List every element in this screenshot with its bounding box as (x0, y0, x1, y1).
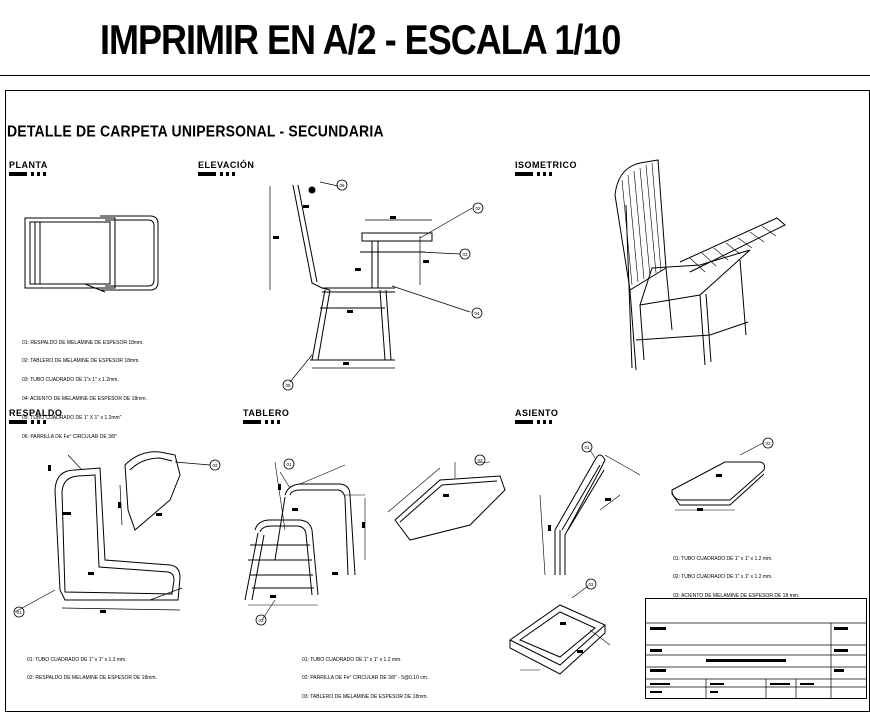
note-line: 01: TUBO CUADRADO DE 1" x 1" x 1.2 mm. (302, 656, 402, 663)
asiento-drawing (509, 442, 765, 675)
note-line: 02: TABLERO DE MELAMINE DE ESPESOR 18mm. (22, 358, 140, 365)
callout-number: 01 (286, 462, 292, 467)
title-block (645, 598, 867, 699)
note-line: 05: TUBO CUADRADO DE 1" X 1" x 1.2mm" (22, 415, 122, 422)
notes-general: 01: RESPALDO DE MELAMINE DE ESPESOR 18mm… (22, 327, 147, 447)
callout-number: 02 (258, 618, 264, 623)
note-line: 06: PARRILLA DE Fe° CIRCULAR DE 3/8" (22, 434, 117, 441)
view-label-tablero: TABLERO (243, 408, 290, 418)
callout-number: 05 (285, 383, 291, 388)
callout-number: 01 (584, 445, 590, 450)
callout-number: 03 (462, 252, 468, 257)
tablero-drawing (244, 461, 506, 621)
banner-title: IMPRIMIR EN A/2 - ESCALA 1/10 (100, 16, 621, 64)
callout-number: 02 (212, 463, 218, 468)
note-line: 01: TUBO CUADRADO DE 1" x 1" x 1.2 mm. (27, 656, 127, 663)
callout-number: 01 (16, 610, 22, 615)
drawing-canvas: 06 02 03 04 05 02 01 01 02 03 01 03 02 (9, 159, 786, 675)
note-line: 02: TUBO CUADRADO DE 1" x 1" x 1.2 mm. (673, 574, 773, 581)
note-line: 04: ACIENTO DE MELAMINE DE ESPESOR DE 18… (22, 396, 147, 403)
note-line: 01: TUBO CUADRADO DE 1" x 1" x 1.2 mm. (673, 555, 773, 562)
note-line: 02: RESPALDO DE MELAMINE DE ESPESOR DE 1… (27, 675, 157, 682)
notes-respaldo: 01: TUBO CUADRADO DE 1" x 1" x 1.2 mm. 0… (27, 644, 157, 688)
note-line: 03: ACIENTO DE MELAMINE DE ESPESOR DE 18… (673, 593, 800, 600)
view-label-planta: PLANTA (9, 160, 48, 170)
elevacion-drawing (269, 181, 473, 383)
callout-number: 06 (339, 183, 345, 188)
notes-asiento: 01: TUBO CUADRADO DE 1" x 1" x 1.2 mm. 0… (673, 543, 799, 606)
callout-number: 03 (477, 458, 483, 463)
header-divider (0, 75, 870, 76)
view-label-asiento: ASIENTO (515, 408, 559, 418)
view-label-elevacion: ELEVACIÓN (198, 160, 255, 170)
callout-number: 02 (588, 582, 594, 587)
note-line: 01: RESPALDO DE MELAMINE DE ESPESOR 18mm… (22, 339, 144, 346)
view-label-respaldo: RESPALDO (9, 408, 63, 418)
note-line: 02: PARRILLA DE Fe° CIRCULAR DE 3/8" - 5… (302, 675, 429, 682)
note-line: 03: TUBO CUADRADO DE 1"x 1" x 1.2mm. (22, 377, 119, 384)
isometrico-drawing (614, 159, 786, 371)
sheet-title: DETALLE DE CARPETA UNIPERSONAL - SECUNDA… (7, 122, 384, 140)
callout-number: 03 (765, 441, 771, 446)
callout-number: 02 (475, 206, 481, 211)
callout-circles (13, 179, 774, 626)
planta-drawing (24, 215, 159, 293)
view-label-isometrico: ISOMETRICO (515, 160, 578, 170)
callout-number: 04 (474, 311, 480, 316)
respaldo-drawing (14, 451, 211, 613)
title-block-grid (646, 622, 866, 698)
scale-bars (9, 172, 552, 424)
